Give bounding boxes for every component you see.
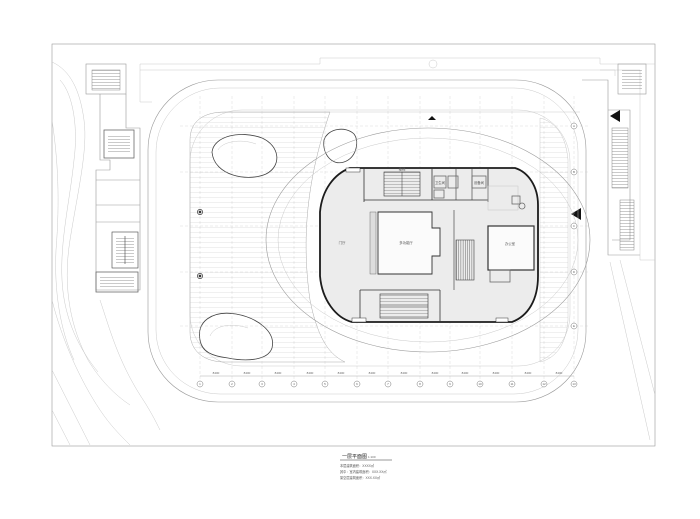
dimension-text: 8400 — [369, 371, 376, 375]
row-label: A — [573, 124, 575, 128]
entry-arrow-icon — [571, 208, 581, 220]
title-block: 一层平面图 1:100 本层建筑面积：XXXX㎡ 其中：室内建筑面积：XXX.X… — [340, 454, 392, 480]
north-arrow-icon — [610, 110, 620, 122]
room-labels: 门厅 多功能厅 办公室 楼梯 卫生间 设备间 — [339, 167, 516, 247]
dimension-text: 8400 — [213, 371, 220, 375]
axis-label: 4 — [293, 382, 295, 386]
dimension-text: 8400 — [244, 371, 251, 375]
axis-label: 12 — [542, 382, 546, 386]
axis-label: 13 — [572, 382, 576, 386]
axis-label: 9 — [449, 382, 451, 386]
site-boundary — [139, 57, 656, 441]
row-label: D — [573, 270, 576, 274]
dimension-text: 8400 — [401, 371, 408, 375]
axis-label: 10 — [478, 382, 482, 386]
marker-icon — [428, 116, 436, 120]
ellipse-path — [265, 111, 591, 353]
room-label-toilet: 卫生间 — [435, 180, 446, 185]
dimension-text: 8400 — [493, 371, 500, 375]
drawing-frame — [51, 43, 656, 447]
axis-label: 11 — [510, 382, 513, 386]
dimension-text: 8400 — [338, 371, 345, 375]
axis-bubbles — [196, 122, 578, 388]
dimension-text: 8400 — [307, 371, 314, 375]
right-stair-tower — [571, 63, 647, 251]
room-label-equipment: 设备间 — [474, 180, 485, 185]
dimension-line: 8400 8400 8400 8400 8400 8400 8400 8400 … — [200, 371, 574, 377]
dimension-text: 8400 — [275, 371, 282, 375]
main-building — [319, 167, 539, 323]
dimension-text: 8400 — [462, 371, 469, 375]
axis-labels: 1 2 3 4 5 6 7 8 9 10 11 12 13 A B C D E — [199, 124, 576, 386]
axis-label: 6 — [356, 382, 358, 386]
axis-label: 2 — [231, 382, 233, 386]
axis-label: 1 — [199, 382, 201, 386]
dimension-text: 8400 — [525, 371, 532, 375]
left-stair-tower — [85, 63, 141, 293]
room-label-lobby: 门厅 — [339, 240, 346, 245]
area-note: 架空层建筑面积：XXX.XX㎡ — [340, 475, 381, 480]
area-note: 其中：室内建筑面积：XXX.XX㎡ — [340, 469, 387, 474]
row-label: E — [573, 324, 575, 328]
row-label: C — [573, 224, 576, 228]
drawing-scale: 1:100 — [368, 455, 376, 459]
axis-label: 3 — [261, 382, 263, 386]
landscape-pools — [199, 128, 358, 361]
axis-label: 7 — [387, 382, 389, 386]
axis-label: 8 — [419, 382, 421, 386]
dimension-text: 8400 — [556, 371, 563, 375]
room-label-office: 办公室 — [505, 241, 516, 246]
row-label: B — [573, 170, 575, 174]
room-label-multi-hall: 多功能厅 — [399, 240, 413, 245]
site-markers — [197, 209, 203, 279]
drawing-title: 一层平面图 — [342, 454, 367, 460]
left-landscape — [51, 61, 161, 446]
axis-label: 5 — [324, 382, 326, 386]
dimension-text: 8400 — [432, 371, 439, 375]
room-label-stair: 楼梯 — [399, 167, 406, 172]
area-note: 本层建筑面积：XXXX㎡ — [340, 463, 375, 468]
